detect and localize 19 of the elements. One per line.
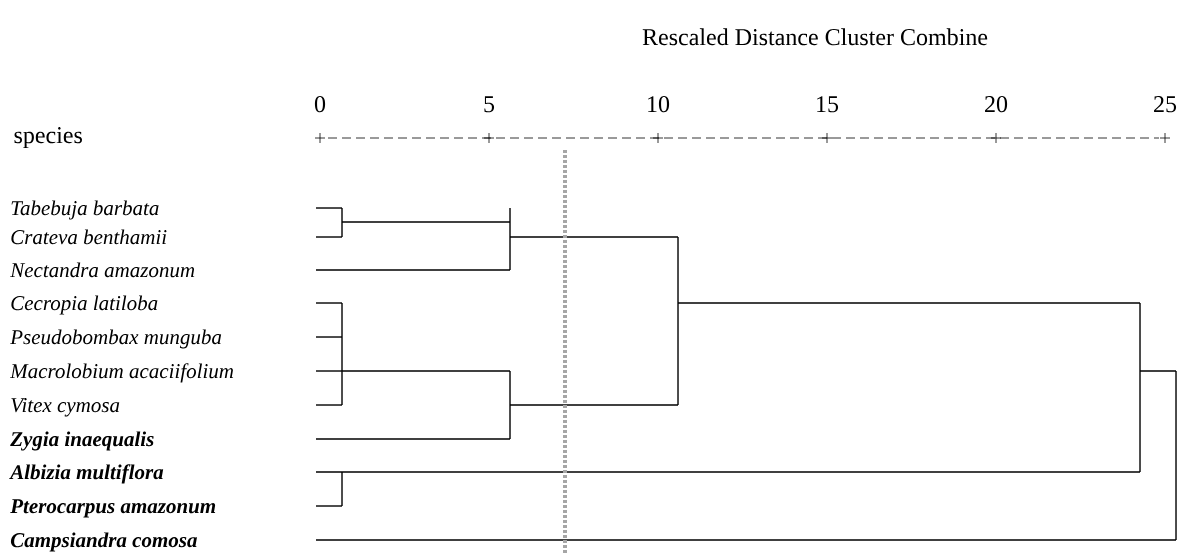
- species-label: Zygia inaequalis: [10, 431, 154, 451]
- species-label: Pseudobombax munguba: [10, 329, 222, 349]
- species-label: Pterocarpus amazonum: [10, 499, 216, 518]
- species-label: Cecropia latiloba: [11, 295, 158, 315]
- species-label: Albizia multiflora: [9, 464, 164, 484]
- species-label: Crateva benthamii: [11, 229, 167, 245]
- axis-title: Rescaled Distance Cluster Combine: [642, 28, 988, 46]
- species-label: Tabebuja barbata: [11, 200, 159, 220]
- species-label: Vitex cymosa: [11, 398, 120, 417]
- species-label: Campsiandra comosa: [10, 532, 197, 552]
- tick-label: 20: [985, 96, 1008, 113]
- species-label: Macrolobium acaciifolium: [9, 363, 234, 383]
- axis-label: species: [14, 127, 82, 149]
- species-label: Nectandra amazonum: [10, 262, 195, 278]
- tick-label: 10: [648, 96, 670, 113]
- tick-label: 25: [1154, 96, 1177, 113]
- tick-label: 0: [314, 96, 326, 113]
- tick-label: 5: [484, 96, 495, 113]
- tick-label: 15: [817, 96, 839, 113]
